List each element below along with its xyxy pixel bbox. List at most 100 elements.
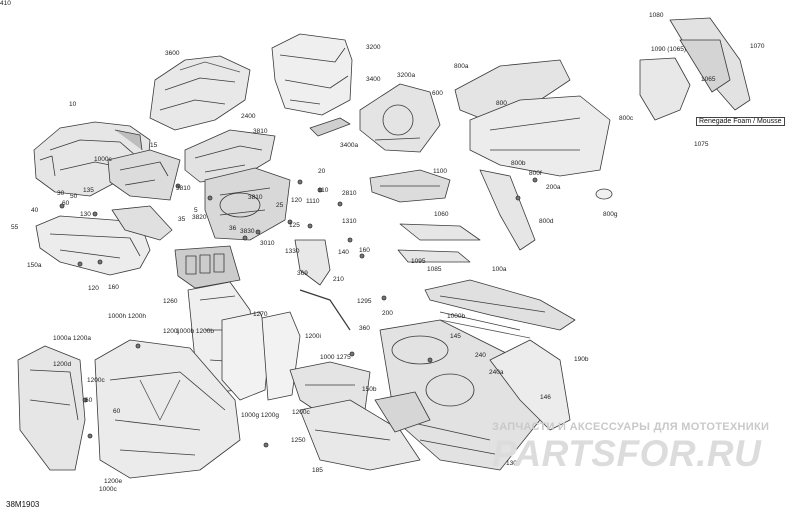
callout-label: 1090 (1065) (651, 46, 687, 53)
callout-label: 3810 (176, 185, 191, 192)
callout-label: 3200a (397, 72, 416, 79)
callout-label: 150a (27, 262, 42, 269)
callout-label: 3830 (240, 228, 255, 235)
callout-label: 140 (338, 249, 349, 256)
callout-label: 1200e (104, 478, 123, 485)
callout-label: 2400 (241, 113, 256, 120)
side-rail-left (35, 215, 151, 276)
callout-label: 1000g 1200g (241, 412, 279, 419)
callout-label: 800d (539, 218, 554, 225)
callout-label: 1000c (99, 486, 117, 493)
console-lower (204, 167, 291, 241)
callout-label: 1250 (291, 437, 306, 444)
watermark-logo: PARTSFOR.RU (492, 433, 762, 474)
callout-label: 1080 (649, 12, 664, 19)
callout-label: 800 (496, 100, 507, 107)
callout-label: 30 (57, 190, 65, 197)
callout-label: 3810 (253, 128, 268, 135)
knee-pad-right (261, 311, 301, 401)
callout-label: 200 (382, 310, 393, 317)
callout-label: 3200 (366, 44, 381, 51)
callout-label: 1110 (306, 198, 320, 205)
fender-front (454, 59, 571, 119)
callout-label: 410 (0, 0, 11, 7)
callout-label: 1065 (701, 76, 716, 83)
callout-label: 100a (492, 266, 507, 273)
seat-rear (489, 339, 571, 431)
callout-label: 1000c (94, 156, 112, 163)
callout-label: 60 (113, 408, 121, 415)
callout-label: 1300 (506, 460, 521, 467)
side-trim-left (111, 205, 173, 241)
gauge-surround (359, 83, 441, 153)
callout-label: 1295 (357, 298, 372, 305)
clip-panel (369, 169, 451, 203)
callout-label: 600 (432, 90, 443, 97)
callout-label: 190b (574, 356, 589, 363)
callout-label: 130 (80, 211, 91, 218)
callout-label: 50 (70, 193, 78, 200)
callout-label: 3010 (260, 240, 275, 247)
callout-label: 145 (450, 333, 461, 340)
callout-label: 1085 (427, 266, 442, 273)
side-body-panel (469, 95, 611, 177)
callout-label: 240a (489, 369, 504, 376)
side-panel-large-right (94, 339, 241, 479)
callout-label: 3810 (248, 194, 263, 201)
callout-label: 1200c (87, 377, 105, 384)
callout-label: 1060 (434, 211, 449, 218)
callout-label: 60 (62, 200, 70, 207)
knee-pad-left (221, 311, 271, 401)
foam-note: Renegade Foam / Mousse (696, 117, 785, 126)
fasteners (59, 177, 538, 448)
callout-label: 20 (318, 168, 326, 175)
callout-label: 3400 (366, 76, 381, 83)
callout-label: 1000 1275 (320, 354, 351, 361)
wire-bracket (294, 239, 351, 331)
callout-label: 800a (454, 63, 469, 70)
callout-label: 240 (475, 352, 486, 359)
callout-label: 125 (289, 222, 300, 229)
lower-side-panel (299, 399, 421, 471)
callout-label: 1270 (253, 311, 268, 318)
callout-label: 3600 (165, 50, 180, 57)
callout-label: 135 (83, 187, 94, 194)
callout-label: 35 (178, 216, 186, 223)
callout-label: 800b (511, 160, 526, 167)
callout-label: 1260 (163, 298, 178, 305)
side-lower-panel (479, 169, 536, 251)
callout-label: 185 (312, 467, 323, 474)
cap-800g (595, 188, 613, 200)
callout-label: 1330 (285, 248, 300, 255)
callout-label: 120 (291, 197, 302, 204)
callout-label: 40 (31, 207, 39, 214)
callout-label: 800f (529, 170, 542, 177)
callout-label: 2810 (342, 190, 357, 197)
callout-label: 150b (362, 386, 377, 393)
callout-label: 360 (359, 325, 370, 332)
rail-short (397, 223, 481, 263)
callout-label: 1095 (411, 258, 426, 265)
callout-label: 25 (276, 202, 284, 209)
callout-label: 1000b 1200b (176, 328, 214, 335)
callout-label: 120 (88, 285, 99, 292)
callout-label: 1200j (163, 328, 179, 335)
callout-label: 3820 (192, 214, 207, 221)
diagram-reference-code: 38M1903 (6, 500, 40, 509)
callout-label: 800c (619, 115, 634, 122)
callout-label: 1200d (53, 361, 72, 368)
callout-label: 160 (108, 284, 119, 291)
callout-label: 1000a 1200a (53, 335, 91, 342)
callout-label: 1200c (292, 409, 310, 416)
callout-label: 60 (85, 397, 93, 404)
watermark-tagline: ЗАПЧАСТИ И АКСЕССУАРЫ ДЛЯ МОТОТЕХНИКИ (492, 421, 770, 433)
upper-hood-frame (149, 55, 251, 131)
callout-label: 369 (297, 270, 308, 277)
callout-label: 1310 (342, 218, 357, 225)
callout-label: 146 (540, 394, 551, 401)
callout-label: 160 (359, 247, 370, 254)
rail-long (424, 279, 576, 339)
side-panel-large-left (17, 345, 86, 471)
callout-label: 1000h 1200h (108, 313, 146, 320)
